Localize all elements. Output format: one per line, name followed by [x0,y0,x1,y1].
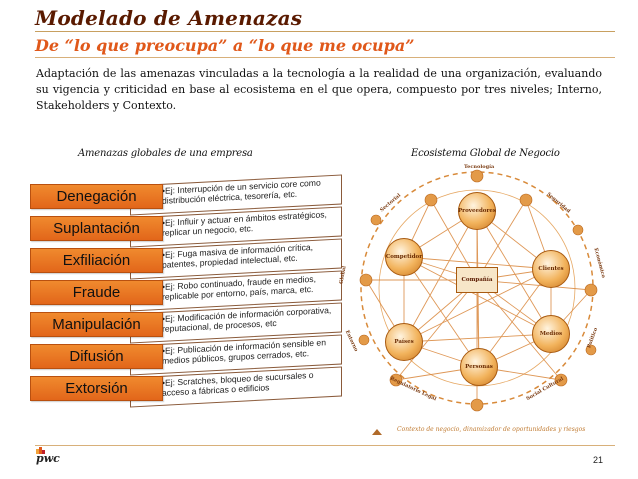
subtitle-divider [35,57,615,58]
threat-row: •Ej: Scratches, bloqueo de sucursales o … [30,366,342,408]
threat-label: Suplantación [30,216,163,241]
intro-paragraph: Adaptación de las amenazas vinculadas a … [36,67,602,112]
node-paises: Países [385,323,423,361]
node-medios: Medios [532,315,570,353]
slide-title: Modelado de Amenazas [35,6,303,30]
footer-divider [35,445,615,446]
hub-compania: Compañía [456,267,498,293]
threats-caption: Amenazas globales de una empresa [78,148,253,159]
ring-label: Tecnología [464,164,495,170]
threat-label: Fraude [30,280,163,305]
pwc-logo: pwc [36,452,60,465]
ecosystem-diagram: Proveedores Competidor Clientes Medios P… [336,160,616,420]
threat-label: Difusión [30,344,163,369]
threat-row: •Ej: Interrupción de un servicio core co… [30,174,342,216]
threat-row: •Ej: Robo continuado, fraude en medios, … [30,270,342,312]
threat-label: Extorsión [30,376,163,401]
slide-subtitle: De “lo que preocupa” a “lo que me ocupa” [35,36,415,55]
threat-label: Denegación [30,184,163,209]
pwc-logo-mark-icon [36,447,45,454]
threat-row: •Ej: Publicación de información sensible… [30,334,342,376]
page-number: 21 [593,455,604,465]
title-divider [35,31,615,32]
node-clientes: Clientes [532,250,570,288]
threat-label: Manipulación [30,312,163,337]
node-personas: Personas [460,348,498,386]
node-competidor: Competidor [385,238,423,276]
threat-label: Exfiliación [30,248,163,273]
ecosystem-note: Contexto de negocio, dinamizador de opor… [397,426,586,433]
threat-row: •Ej: Modificación de información corpora… [30,302,342,344]
ecosystem-caption: Ecosistema Global de Negocio [411,148,560,159]
node-proveedores: Proveedores [458,192,496,230]
threat-row: •Ej: Fuga masiva de información crítica,… [30,238,342,280]
triangle-marker-icon [372,429,382,435]
threat-row: •Ej: Influir y actuar en ámbitos estraté… [30,206,342,248]
